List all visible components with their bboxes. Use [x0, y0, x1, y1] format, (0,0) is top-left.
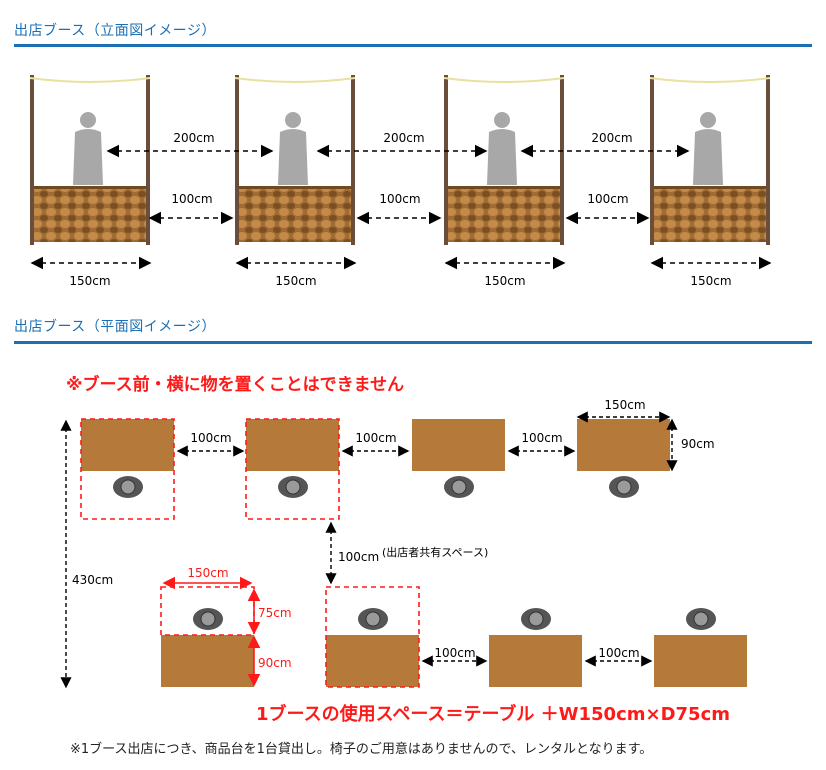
- elevation-booth: [649, 75, 771, 245]
- label-200cm: 200cm: [591, 131, 632, 145]
- person-topview: [521, 608, 551, 630]
- person-figure: [278, 112, 308, 185]
- label-150cm: 150cm: [484, 274, 525, 288]
- person-topview: [113, 476, 143, 498]
- person-topview: [358, 608, 388, 630]
- elevation-diagram: 200cm 200cm 200cm 100cm 100cm 100cm 150c…: [29, 75, 772, 288]
- label-aisle-note: (出店者共有スペース): [382, 545, 488, 559]
- elevation-title: 出店ブース（立面図イメージ）: [14, 23, 217, 39]
- label-200cm: 200cm: [383, 131, 424, 145]
- elevation-booth: [29, 75, 151, 245]
- label-150cm: 150cm: [604, 398, 645, 412]
- booth-banner-line: [29, 77, 151, 83]
- plan-table: [412, 419, 505, 471]
- plan-table: [654, 635, 747, 687]
- elevation-booth: [443, 75, 565, 245]
- usage-note: 1ブースの使用スペース＝テーブル ＋W150cm×D75cm: [256, 704, 731, 725]
- label-150cm: 150cm: [275, 274, 316, 288]
- label-100cm: 100cm: [587, 192, 628, 206]
- label-100cm: 100cm: [598, 646, 639, 660]
- usage-space-outline: [325, 586, 420, 688]
- wicker-table: [448, 186, 560, 242]
- label-200cm: 200cm: [173, 131, 214, 145]
- person-figure: [693, 112, 723, 185]
- wicker-table: [654, 186, 766, 242]
- label-aisle: 100cm: [338, 550, 379, 564]
- wicker-table: [34, 186, 146, 242]
- booth-pole-left: [30, 75, 34, 245]
- elevation-title-rule: [14, 44, 812, 47]
- label-150cm: 150cm: [69, 274, 110, 288]
- plan-title: 出店ブース（平面図イメージ）: [14, 319, 217, 335]
- wicker-table: [239, 186, 351, 242]
- label-150cm-red: 150cm: [187, 566, 228, 580]
- person-topview: [444, 476, 474, 498]
- label-100cm: 100cm: [355, 431, 396, 445]
- label-90cm: 90cm: [681, 437, 715, 451]
- elevation-booth: [234, 75, 356, 245]
- footer-note: ※1ブース出店につき、商品台を1台貸出し。椅子のご用意はありませんので、レンタル…: [70, 742, 653, 757]
- warning-note: ※ブース前・横に物を置くことはできません: [66, 375, 405, 395]
- plan-table: [246, 419, 339, 471]
- person-figure: [73, 112, 103, 185]
- plan-title-rule: [14, 341, 812, 344]
- person-topview: [278, 476, 308, 498]
- label-100cm: 100cm: [379, 192, 420, 206]
- plan-table: [489, 635, 582, 687]
- person-figure: [487, 112, 517, 185]
- label-430cm: 430cm: [72, 573, 113, 587]
- label-90cm-red: 90cm: [258, 656, 292, 670]
- label-150cm: 150cm: [690, 274, 731, 288]
- usage-space-outline: [80, 418, 175, 520]
- label-100cm: 100cm: [434, 646, 475, 660]
- person-topview: [609, 476, 639, 498]
- plan-table: [326, 635, 419, 687]
- plan-table: [577, 419, 670, 471]
- label-75cm-red: 75cm: [258, 606, 292, 620]
- label-100cm: 100cm: [171, 192, 212, 206]
- plan-table: [81, 419, 174, 471]
- usage-space-outline: [245, 418, 340, 520]
- label-100cm: 100cm: [521, 431, 562, 445]
- plan-diagram: 100cm 100cm 100cm 150cm 90cm 430cm 100cm…: [60, 398, 747, 689]
- booth-pole-right: [146, 75, 150, 245]
- person-topview: [686, 608, 716, 630]
- label-100cm: 100cm: [190, 431, 231, 445]
- person-topview: [193, 608, 223, 630]
- plan-table: [161, 635, 254, 687]
